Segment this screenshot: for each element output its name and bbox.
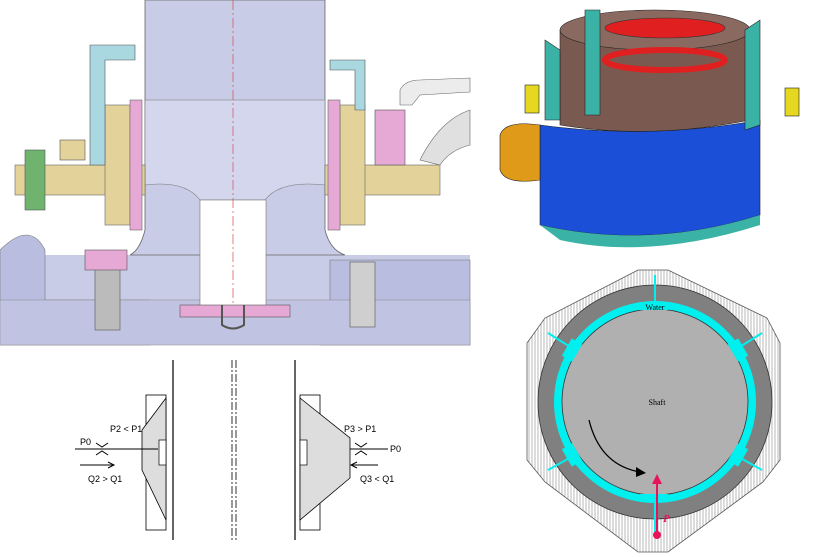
- left-pressure-label: P2 < P1: [110, 424, 142, 434]
- cad-section-drawing: [0, 0, 471, 346]
- bearing-cross-section: Water Shaft P: [526, 269, 781, 553]
- right-flow-label: Q3 < Q1: [360, 474, 394, 484]
- right-inlet-label: P0: [390, 444, 401, 454]
- left-flow-label: Q2 > Q1: [88, 474, 122, 484]
- left-inlet-label: P0: [80, 437, 91, 447]
- load-label: P: [663, 513, 670, 525]
- water-label: Water: [646, 303, 665, 312]
- pressure-diagram: P2 < P1 P0 Q2 > Q1 P3 > P1 P0 Q3 < Q1: [75, 360, 401, 540]
- right-pressure-label: P3 > P1: [344, 424, 376, 434]
- shaft-label: Shaft: [649, 398, 667, 407]
- cutaway-3d-model: [499, 9, 800, 248]
